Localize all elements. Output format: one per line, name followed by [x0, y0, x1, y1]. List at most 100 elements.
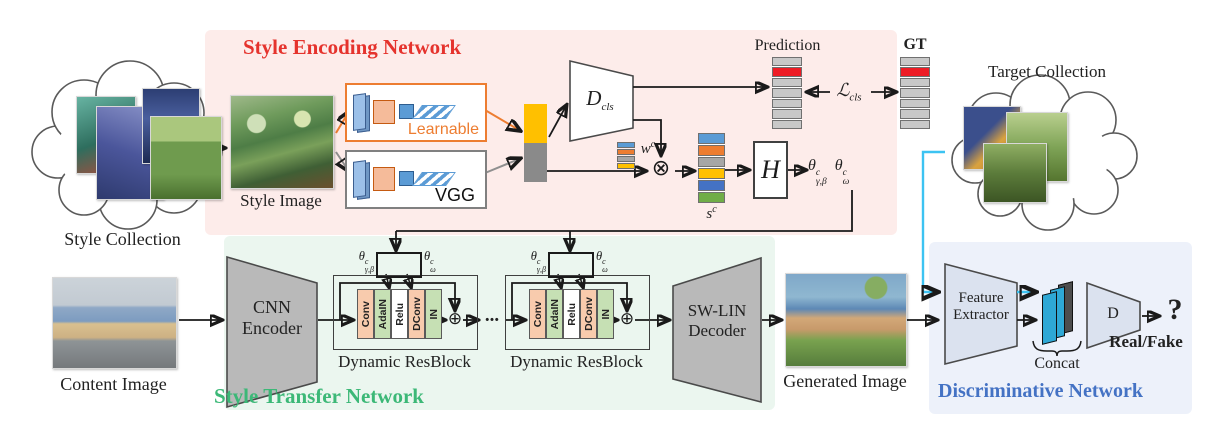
prediction-bar — [772, 98, 802, 109]
layer-relu: Relu — [563, 289, 580, 339]
layer-in: IN — [425, 289, 442, 339]
prediction-label: Prediction — [754, 37, 821, 54]
prediction-bar — [772, 119, 802, 129]
painting-thumbnail — [983, 143, 1047, 203]
generated-image — [785, 273, 907, 367]
generated-image-label: Generated Image — [783, 371, 907, 391]
style-image-label: Style Image — [240, 191, 322, 210]
s-bar — [698, 144, 725, 156]
vgg-encoder-box: VGG — [345, 150, 487, 209]
gt-bar — [900, 88, 930, 98]
w-base: w — [640, 141, 651, 157]
style-transfer-title: Style Transfer Network — [214, 384, 424, 408]
learnable-encoder-box: Learnable — [345, 83, 487, 142]
cnn-encoder-line1: CNN — [252, 297, 291, 317]
discriminator-label: D — [1107, 305, 1119, 322]
h-label: H — [761, 155, 780, 184]
oplus-operator: ⊕ — [447, 309, 463, 329]
loss-cls-label: ℒcls — [826, 80, 872, 104]
w-bar — [617, 142, 635, 148]
s-bar — [698, 180, 725, 192]
prediction-bar — [772, 67, 802, 77]
cnn-encoder-line2: Encoder — [242, 317, 302, 338]
vgg-label: VGG — [434, 185, 475, 205]
swlin-decoder-label: SW-LIN Decoder — [673, 301, 761, 340]
resblock2-param-splitter — [548, 252, 594, 278]
content-image — [52, 277, 177, 369]
layer-conv: Conv — [357, 289, 374, 339]
s-vector-label: sc — [698, 204, 725, 223]
w-sup: c — [650, 139, 656, 150]
style-code-bar — [524, 104, 547, 182]
feature-extractor-label: Feature Extractor — [945, 290, 1017, 325]
feature-map-plate-icon — [353, 160, 366, 198]
small-cube-icon — [399, 104, 414, 119]
style-code-bar-vgg — [524, 143, 547, 182]
small-cube-icon — [399, 171, 414, 186]
resblock1-param-splitter — [376, 252, 422, 278]
s-bar — [698, 192, 725, 203]
conv-cube-icon — [373, 100, 395, 124]
concat-label: Concat — [1034, 355, 1080, 372]
loss-sub: cls — [849, 91, 862, 104]
concat-plate — [1042, 291, 1057, 345]
cnn-glyph — [353, 92, 456, 133]
w-bar — [617, 163, 635, 169]
cnn-encoder-label: CNN Encoder — [229, 297, 315, 338]
question-mark: ? — [1167, 293, 1183, 326]
w-vector — [617, 142, 635, 169]
target-collection-label: Target Collection — [988, 62, 1106, 81]
h-block: H — [753, 141, 788, 199]
decoder-line2: Decoder — [688, 320, 746, 340]
dcls-label: Dcls — [575, 86, 625, 113]
s-bar — [698, 168, 725, 180]
prediction-bar — [772, 88, 802, 98]
w-vector-label: wc — [636, 139, 660, 158]
layer-in: IN — [597, 289, 614, 339]
layer-conv: Conv — [529, 289, 546, 339]
s-vector — [698, 133, 725, 203]
s-bar — [698, 133, 725, 144]
layer-dconv: DConv — [408, 289, 425, 339]
real-fake-label: Real/Fake — [1109, 332, 1183, 351]
prediction-bar — [772, 77, 802, 88]
prediction-column — [772, 57, 802, 129]
decoder-line1: SW-LIN — [687, 301, 747, 320]
feature-map-plate-icon — [353, 93, 366, 131]
otimes-operator: ⊗ — [651, 156, 671, 181]
gt-bar — [900, 77, 930, 88]
gt-bar — [900, 67, 930, 77]
style-code-bar-learnable — [524, 104, 547, 143]
prediction-bar — [772, 109, 802, 119]
style-image — [230, 95, 334, 189]
gt-bar — [900, 119, 930, 129]
style-collection-label: Style Collection — [64, 229, 181, 249]
layer-adain: AdaIN — [374, 289, 391, 339]
feature-extractor-line2: Extractor — [953, 307, 1009, 324]
dcls-sub: cls — [601, 101, 614, 114]
prediction-bar — [772, 57, 802, 67]
gt-label: GT — [903, 36, 927, 53]
s-bar — [698, 156, 725, 168]
striped-fc-icon — [412, 172, 456, 186]
striped-fc-icon — [412, 105, 456, 119]
style-encoding-title: Style Encoding Network — [243, 35, 462, 59]
loss-base: ℒ — [836, 80, 850, 100]
feature-extractor-line1: Feature — [958, 290, 1004, 306]
w-bar — [617, 156, 635, 162]
gt-column — [900, 57, 930, 129]
resblock1-outer — [333, 275, 478, 350]
cnn-glyph — [353, 159, 456, 200]
oplus-operator: ⊕ — [619, 309, 635, 329]
conv-cube-icon — [373, 167, 395, 191]
layer-relu: Relu — [391, 289, 408, 339]
w-bar — [617, 149, 635, 155]
resblock2-label: Dynamic ResBlock — [510, 352, 643, 371]
painting-thumbnail — [150, 116, 222, 200]
